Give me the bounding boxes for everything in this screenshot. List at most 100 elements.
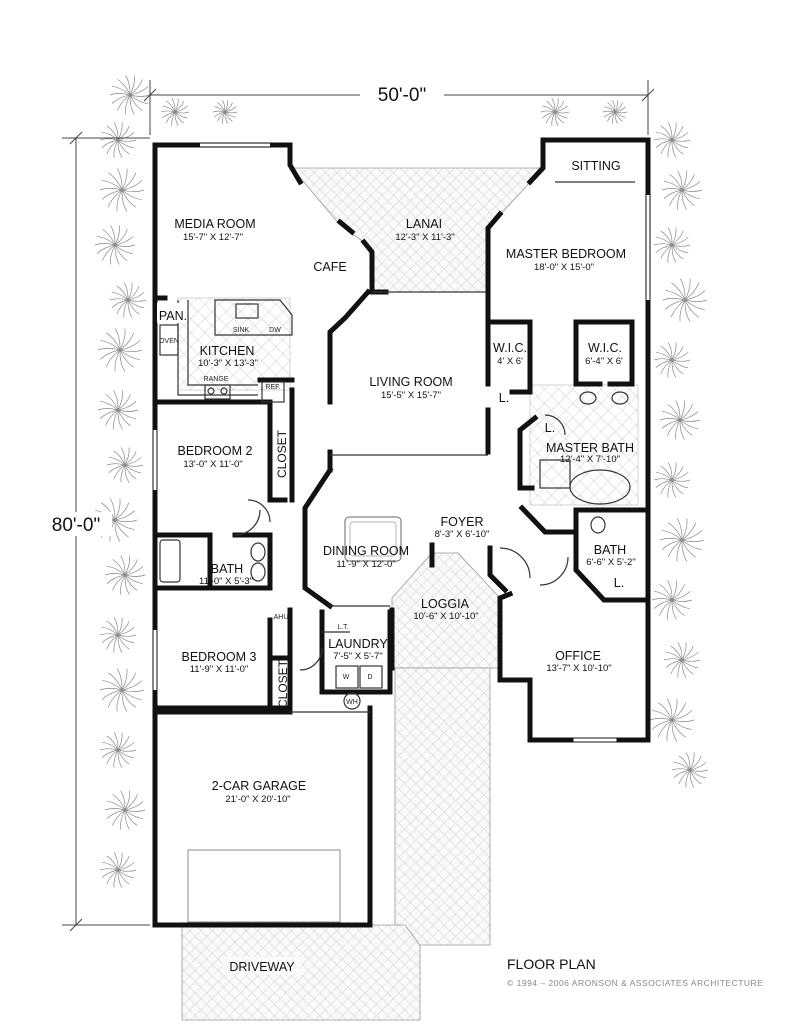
office[interactable]: OFFICE 13'-7" X 10'-10" bbox=[546, 649, 611, 674]
loggia[interactable]: LOGGIA 10'-6" X 10'-10" bbox=[413, 597, 478, 622]
shrub-leaf bbox=[602, 110, 616, 113]
wic-1[interactable]: W.I.C. 4' X 6' bbox=[493, 341, 527, 367]
shrub-leaf bbox=[655, 479, 673, 489]
bedroom-3[interactable]: BEDROOM 3 11'-9" X 11'-0" bbox=[181, 650, 256, 675]
shrub-leaf bbox=[667, 539, 683, 558]
kitchen[interactable]: KITCHEN 10'-3" X 13'-3" bbox=[198, 344, 258, 369]
shrub-leaf bbox=[689, 769, 702, 785]
shrub-leaf bbox=[681, 659, 699, 669]
media-room[interactable]: MEDIA ROOM 15'-7" X 12'-7" bbox=[174, 217, 255, 243]
living-room[interactable]: LIVING ROOM 15'-5" X 15'-7" bbox=[369, 375, 452, 401]
wic-1-name: W.I.C. bbox=[493, 341, 527, 355]
shrub-leaf bbox=[660, 345, 673, 361]
shrub-leaf bbox=[116, 689, 123, 712]
shrub-leaf bbox=[658, 702, 673, 721]
shrub-leaf bbox=[117, 634, 130, 650]
shrub-leaf bbox=[99, 868, 119, 871]
wic-2[interactable]: W.I.C. 6'-4" X 6' bbox=[585, 341, 623, 367]
cafe[interactable]: CAFE bbox=[313, 260, 346, 274]
closet-2[interactable]: CLOSET bbox=[276, 659, 290, 708]
laundry[interactable]: LAUNDRY 7'-5" X 5'-7" bbox=[328, 637, 388, 662]
dining-table-inner bbox=[349, 521, 397, 557]
shrub-leaf bbox=[660, 139, 673, 155]
shrub-leaf bbox=[162, 111, 176, 119]
bath-2[interactable]: BATH 6'-6" X 5'-2" bbox=[586, 543, 635, 568]
shrub-leaf bbox=[684, 278, 691, 301]
shrub-leaf bbox=[224, 102, 233, 113]
shrub-leaf bbox=[124, 574, 146, 577]
shrub-leaf bbox=[129, 94, 149, 105]
shrub-leaf bbox=[681, 181, 701, 191]
shrub-leaf bbox=[671, 719, 686, 738]
shrub-leaf bbox=[102, 680, 123, 691]
shrub-leaf bbox=[113, 617, 119, 636]
loggia-size: 10'-6" X 10'-10" bbox=[413, 611, 478, 622]
shrub-leaf bbox=[121, 189, 142, 200]
shrub-leaf bbox=[681, 189, 701, 200]
master-bath[interactable]: MASTER BATH 12'-4" X 7'-10" bbox=[546, 441, 634, 465]
bath-1-size: 11'-0" X 5'-3" bbox=[199, 576, 253, 587]
shrub-leaf bbox=[119, 332, 135, 351]
driveway[interactable]: DRIVEWAY bbox=[222, 957, 302, 975]
shrub-leaf bbox=[117, 94, 131, 111]
shrub-leaf bbox=[667, 419, 681, 436]
shrub-leaf bbox=[671, 139, 677, 158]
shrub-leaf bbox=[554, 111, 559, 126]
shrub-leaf bbox=[667, 122, 673, 141]
shrub-leaf bbox=[684, 290, 706, 301]
shrub-leaf bbox=[117, 855, 130, 871]
shrub-leaf bbox=[671, 244, 684, 260]
shrub-leaf bbox=[124, 464, 130, 483]
foyer[interactable]: FOYER 8'-3" X 6'-10" bbox=[435, 515, 490, 540]
pantry[interactable]: PAN. bbox=[157, 303, 187, 323]
shrub-leaf bbox=[554, 100, 565, 113]
bedroom-2[interactable]: BEDROOM 2 13'-0" X 11'-0" bbox=[177, 444, 252, 470]
shrub-leaf bbox=[117, 409, 123, 430]
shrub-leaf bbox=[117, 617, 123, 636]
dining-room[interactable]: DINING ROOM 11'-9" X 12'-0" bbox=[323, 544, 409, 570]
shrub-leaf bbox=[119, 328, 126, 351]
shrub-leaf bbox=[124, 574, 138, 591]
shrub-leaf bbox=[104, 573, 126, 576]
sitting[interactable]: SITTING bbox=[571, 159, 620, 173]
shrub-leaf bbox=[114, 328, 121, 351]
shrub-leaf bbox=[649, 718, 673, 721]
shrub-leaf bbox=[113, 390, 119, 411]
shrub-leaf bbox=[106, 139, 119, 155]
shrub-leaf bbox=[653, 358, 673, 361]
shrub-leaf bbox=[114, 519, 121, 542]
shrub-leaf bbox=[97, 408, 119, 411]
shrub-leaf bbox=[675, 419, 681, 440]
shrub-leaf bbox=[124, 801, 144, 811]
master-bedroom[interactable]: MASTER BEDROOM 18'-0" X 15'-0" bbox=[506, 247, 626, 273]
shrub-leaf bbox=[166, 100, 176, 113]
landscaping bbox=[92, 75, 709, 888]
shrub-leaf bbox=[129, 94, 151, 97]
closet-1[interactable]: CLOSET bbox=[275, 429, 289, 478]
shrub-leaf bbox=[681, 189, 703, 192]
lt-label: L.T. bbox=[337, 624, 348, 631]
shrub-leaf bbox=[554, 98, 559, 113]
shrub-leaf bbox=[554, 111, 568, 119]
shrub-leaf bbox=[124, 809, 144, 820]
shrub-leaf bbox=[119, 349, 134, 368]
shrub-leaf bbox=[113, 634, 119, 653]
shrub-leaf bbox=[614, 100, 619, 113]
shrub-leaf bbox=[106, 809, 126, 819]
shrub-leaf bbox=[124, 450, 137, 466]
shrub-leaf bbox=[117, 852, 123, 871]
garage[interactable]: 2-CAR GARAGE 21'-0" X 20'-10" bbox=[212, 779, 306, 805]
shrub-leaf bbox=[607, 111, 616, 122]
shrub-leaf bbox=[671, 599, 691, 610]
shrub-leaf bbox=[673, 769, 691, 779]
shrub-leaf bbox=[119, 349, 126, 372]
sink-label: SINK bbox=[233, 327, 250, 334]
lanai[interactable]: LANAI 12'-3" X 11'-3" bbox=[395, 217, 454, 243]
shrub-leaf bbox=[101, 139, 119, 149]
shrub-leaf bbox=[661, 188, 683, 191]
bath-1[interactable]: BATH 11'-0" X 5'-3" bbox=[199, 562, 253, 587]
water-heater-label: WH bbox=[346, 699, 358, 706]
shrub-leaf bbox=[108, 464, 126, 474]
shrub-leaf bbox=[113, 749, 119, 768]
shrub-leaf bbox=[124, 574, 130, 595]
